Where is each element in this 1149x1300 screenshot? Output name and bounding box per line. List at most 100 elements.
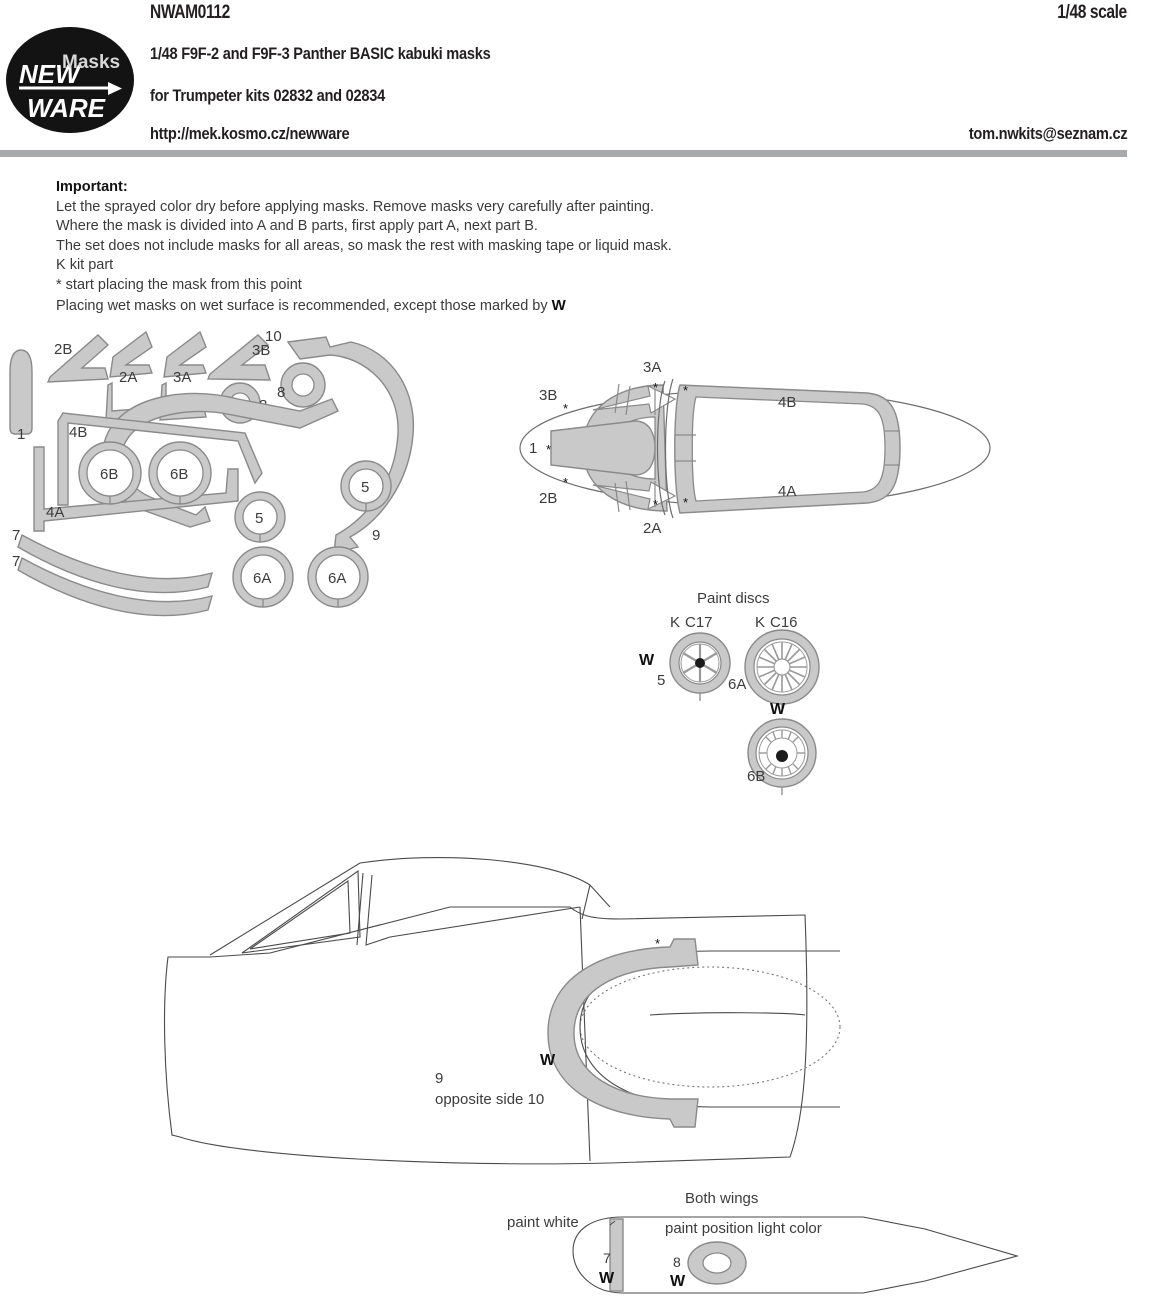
arrow-right-icon [19,82,122,95]
panel-line-horizontal [649,1012,806,1016]
instruction-line-3: K kit part [56,257,114,274]
windscreen-pane [241,869,361,954]
intake-label-9: 9 [435,1070,443,1087]
instruction-wet-text: Placing wet masks on wet surface is reco… [56,297,552,314]
mask-part-2B-shape [46,334,110,383]
mask-label-6A-left: 6A [253,570,271,587]
mask-part-6A-right [307,546,369,608]
logo-word-ware: WARE [27,93,106,123]
wing-tip-view: Both wings 7 W paint white 8 W paint pos… [507,1190,1020,1294]
product-code: NWAM0112 [150,2,230,23]
mask-label-3A: 3A [173,369,191,386]
mask-label-2A: 2A [119,369,137,386]
instruction-line-5: Placing wet masks on wet surface is reco… [56,296,672,317]
canopy-split-line-2 [664,378,674,519]
mask-label-8-right: 8 [277,384,285,401]
canopy-star-3A: * [653,380,658,395]
canopy-star-1: * [546,442,551,457]
wing-wet-mark-8: W [670,1273,686,1290]
disc-5-kit-part: C17 [685,614,713,631]
mask-label-10: 10 [265,328,282,345]
canopy-label-4B: 4B [778,394,796,411]
disc-6A-mask-id: 6A [728,676,746,693]
disc-6B-graphic [747,718,817,795]
panel-line-vertical [579,906,591,1162]
intake-star-marker: * [655,936,660,951]
canopy-pane [365,874,581,946]
mask-part-4A-shape [33,446,239,532]
instruction-line-4: * start placing the mask from this point [56,276,302,293]
wet-mask-symbol: W [551,296,566,314]
mask-label-4B: 4B [69,424,87,441]
mask-label-6B-right: 6B [170,466,188,483]
mask-part-6B-left [78,441,142,505]
canopy-frame-inner [691,396,886,502]
intake-label-opposite: opposite side 10 [435,1091,544,1108]
paint-discs-title: Paint discs [697,590,770,607]
fuselage-outline [163,906,808,1165]
mask-label-2B: 2B [54,341,72,358]
position-light-label: paint position light color [665,1220,822,1237]
disc-6A-kit-part: C16 [770,614,798,631]
canopy-star-3B: * [563,401,568,416]
canopy-star-4A: * [683,495,688,510]
mask-label-5-left: 5 [255,510,263,527]
disc-6A-graphic [744,629,820,712]
canopy-star-2A: * [653,497,658,512]
canopy-label-3A: 3A [643,359,661,376]
wing-label-8: 8 [673,1254,681,1270]
frame-dividers [614,383,656,513]
intake-mask-shape [547,938,699,1128]
mask-part-5-right [340,460,392,512]
product-title-line2: for Trumpeter kits 02832 and 02834 [150,86,386,105]
mask-8-ring [687,1241,747,1285]
canopy-label-4A: 4A [778,483,796,500]
mask-part-3B-shape [206,334,271,381]
mask-label-6A-right: 6A [328,570,346,587]
mask-label-9: 9 [372,527,380,544]
mask-label-4A: 4A [46,504,64,521]
paint-white-label: paint white [507,1214,579,1231]
mask-label-3B: 3B [252,342,270,359]
disc-5-wet-mark: W [639,652,655,669]
disc-6A-wet-mark: W [770,701,786,718]
logo-word-new: NEW [19,59,82,89]
mask-part-1-shape [9,349,33,435]
disc-5-graphic [669,632,731,701]
canopy-label-3B: 3B [539,387,557,404]
new-ware-logo: NEW WARE Masks [6,27,134,133]
instruction-line-2: The set does not include masks for all a… [56,237,672,254]
mask-part-8-right [280,362,326,408]
mask-part-6B-right [148,441,212,505]
wing-title: Both wings [685,1190,758,1207]
mask-label-5-right: 5 [361,479,369,496]
canopy-rear-line [581,884,591,920]
canopy-top-view: 1 * 3B * 2B * 3A * 2A * [519,359,991,537]
wing-label-7: 7 [603,1250,611,1266]
mask-part-4B-shape [57,412,263,506]
canopy-frame-dividers [675,430,900,466]
scale-label: 1/48 scale [1057,2,1127,23]
canopy-star-2B: * [563,475,568,490]
canopy-split-line-1 [656,380,666,516]
website-url[interactable]: http://mek.kosmo.cz/newware [150,124,350,143]
contact-email[interactable]: tom.nwkits@seznam.cz [968,124,1127,143]
canopy-label-2A: 2A [643,520,661,537]
instruction-line-1: Where the mask is divided into A and B p… [56,218,538,235]
instruction-line-0: Let the sprayed color dry before applyin… [56,198,654,215]
paint-discs-block: Paint discs K C17 W 5 K C16 [639,590,820,795]
mask-label-6B-left: 6B [100,466,118,483]
disc-5-kit-prefix: K [670,614,680,631]
product-title-line1: 1/48 F9F-2 and F9F-3 Panther BASIC kabuk… [150,44,491,63]
canopy-frame-line [356,872,364,946]
mask-7-stripe [609,1218,624,1292]
canopy-star-4B: * [683,383,688,398]
mask-part-5-left [234,491,286,543]
windscreen-inner-pane [249,879,351,950]
header-divider [0,150,1127,157]
wing-outline [572,1216,1020,1294]
mask-label-7-lower: 7 [12,553,20,570]
canopy-label-1: 1 [529,440,537,457]
mask-label-7-upper: 7 [12,527,20,544]
